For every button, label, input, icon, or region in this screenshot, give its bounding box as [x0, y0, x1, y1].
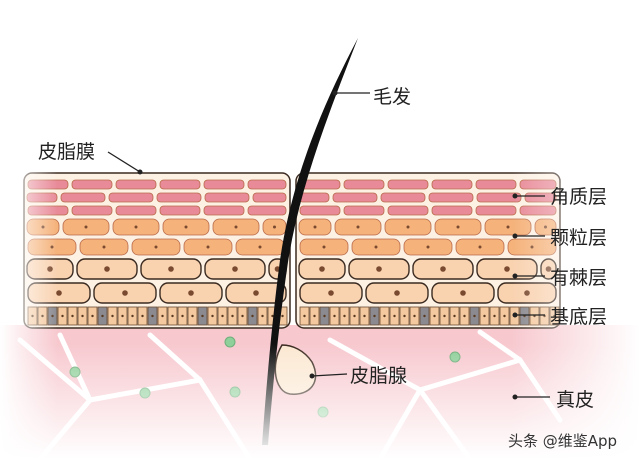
watermark: 头条 @维鉴App: [508, 432, 618, 450]
leader-dot: [137, 169, 143, 175]
leader-line-gland: [311, 373, 348, 377]
leader-dot: [512, 394, 518, 400]
label-stratum-spinosum: 有棘层: [550, 267, 608, 289]
label-hair: 毛发: [373, 86, 412, 108]
leader-dot: [332, 90, 338, 96]
leader-dot: [512, 193, 518, 199]
label-sebum-film: 皮脂膜: [38, 141, 96, 163]
leader-dot: [512, 233, 518, 239]
leader-dot: [309, 373, 315, 379]
label-stratum-granulosum: 颗粒层: [550, 227, 608, 249]
leader-dot: [512, 312, 518, 318]
label-stratum-corneum: 角质层: [550, 186, 608, 208]
leader-dot: [512, 273, 518, 279]
leader-line-sebum-film: [107, 151, 141, 173]
label-stratum-basale: 基底层: [550, 306, 608, 328]
label-dermis: 真皮: [556, 389, 595, 411]
leader-lines: [107, 92, 550, 398]
label-sebaceous-gland: 皮脂腺: [350, 365, 408, 387]
